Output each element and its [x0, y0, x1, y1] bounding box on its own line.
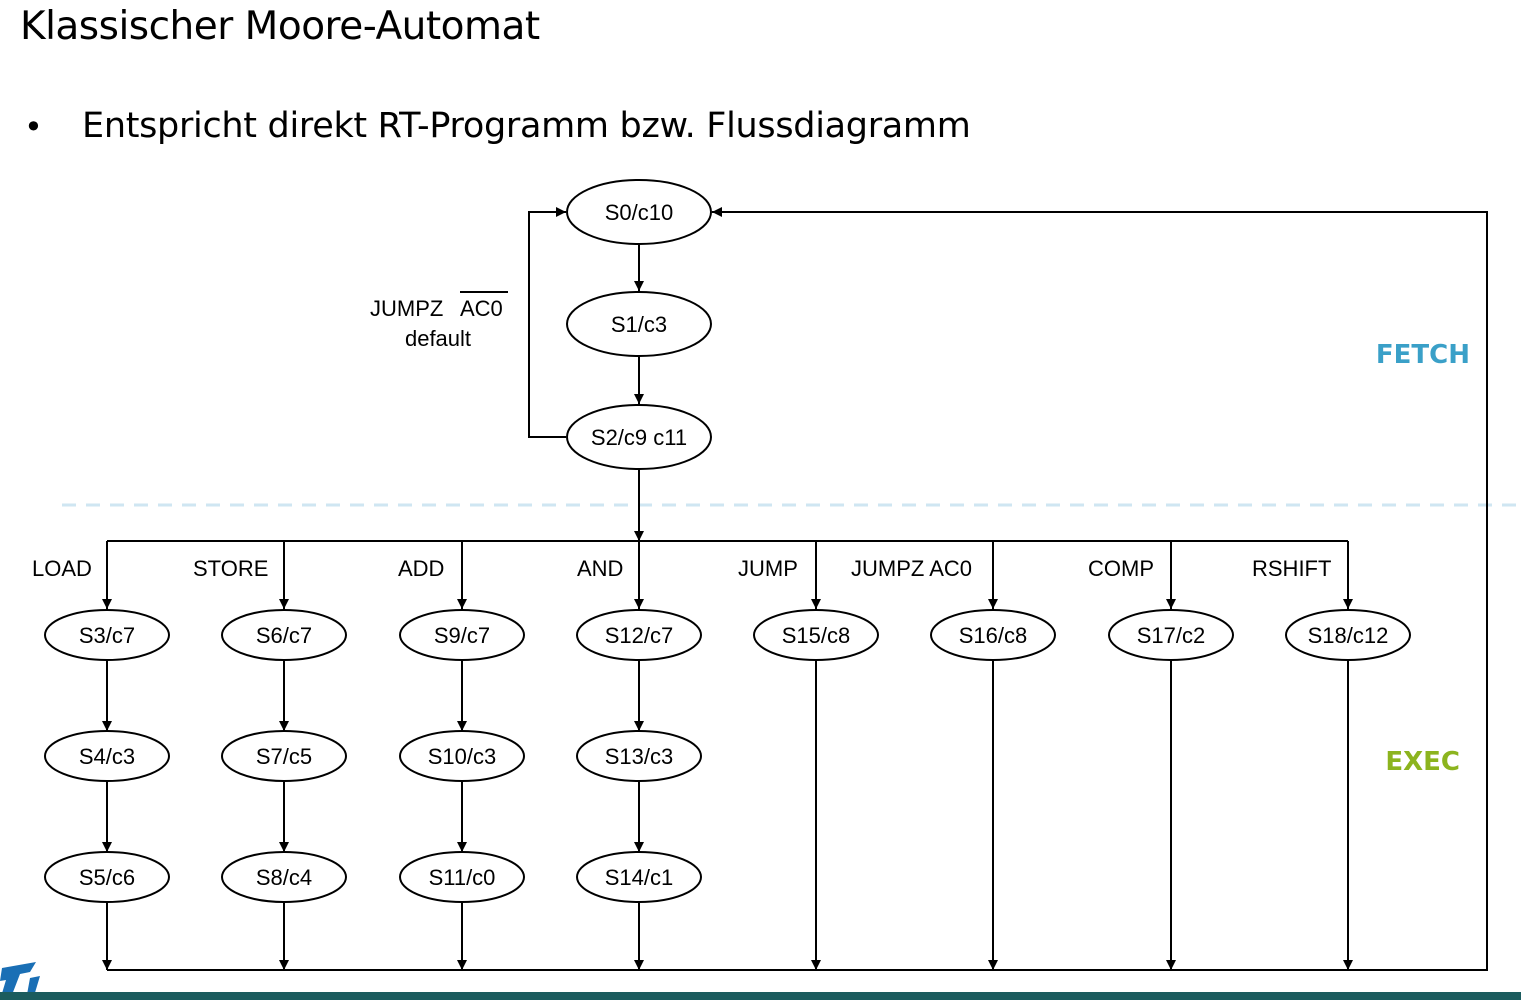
- svg-text:S9/c7: S9/c7: [434, 623, 490, 648]
- state-s2: S2/c9 c11: [566, 404, 712, 470]
- state-s7: S7/c5: [221, 730, 347, 782]
- branch-label-and: AND: [577, 556, 623, 581]
- state-s5: S5/c6: [44, 851, 170, 903]
- svg-text:S18/c12: S18/c12: [1308, 623, 1389, 648]
- svg-text:S1/c3: S1/c3: [611, 312, 667, 337]
- state-s6: S6/c7: [221, 609, 347, 661]
- state-s8: S8/c4: [221, 851, 347, 903]
- state-s17: S17/c2: [1108, 609, 1234, 661]
- svg-text:S16/c8: S16/c8: [959, 623, 1028, 648]
- loop-label-default: default: [405, 326, 471, 351]
- loop-label-jumpz: JUMPZ: [370, 296, 443, 321]
- state-s12: S12/c7: [576, 609, 702, 661]
- state-s16: S16/c8: [930, 609, 1056, 661]
- svg-text:S14/c1: S14/c1: [605, 865, 674, 890]
- svg-text:S6/c7: S6/c7: [256, 623, 312, 648]
- svg-text:S8/c4: S8/c4: [256, 865, 312, 890]
- svg-text:S5/c6: S5/c6: [79, 865, 135, 890]
- section-label-exec: EXEC: [1385, 747, 1460, 777]
- svg-text:S12/c7: S12/c7: [605, 623, 674, 648]
- state-s13: S13/c3: [576, 730, 702, 782]
- state-s18: S18/c12: [1285, 609, 1411, 661]
- svg-text:S10/c3: S10/c3: [428, 744, 497, 769]
- svg-text:S13/c3: S13/c3: [605, 744, 674, 769]
- branch-label-store: STORE: [193, 556, 268, 581]
- state-s9: S9/c7: [399, 609, 525, 661]
- section-label-fetch: FETCH: [1376, 340, 1470, 370]
- svg-text:S2/c9 c11: S2/c9 c11: [591, 425, 687, 450]
- edge-s2-s0-loop: [528, 207, 566, 438]
- svg-text:S11/c0: S11/c0: [429, 865, 496, 890]
- branch-label-jump: JUMP: [738, 556, 798, 581]
- bullet-marker: •: [24, 108, 43, 146]
- branch-label-rshift: RSHIFT: [1252, 556, 1331, 581]
- svg-text:S0/c10: S0/c10: [605, 200, 674, 225]
- svg-text:S15/c8: S15/c8: [782, 623, 851, 648]
- branch-label-jumpz-ac0: JUMPZ AC0: [851, 556, 972, 581]
- branch-label-load: LOAD: [32, 556, 92, 581]
- state-s15: S15/c8: [753, 609, 879, 661]
- state-s11: S11/c0: [399, 851, 525, 903]
- svg-text:S17/c2: S17/c2: [1137, 623, 1206, 648]
- svg-text:S3/c7: S3/c7: [79, 623, 135, 648]
- branch-label-comp: COMP: [1088, 556, 1154, 581]
- state-s4: S4/c3: [44, 730, 170, 782]
- state-s10: S10/c3: [399, 730, 525, 782]
- return-to-s0: [107, 207, 1488, 971]
- bullet-text: Entspricht direkt RT-Programm bzw. Fluss…: [82, 106, 971, 146]
- slide-title: Klassischer Moore-Automat: [20, 4, 540, 49]
- state-s0: S0/c10: [566, 179, 712, 245]
- svg-text:S7/c5: S7/c5: [256, 744, 312, 769]
- loop-label-ac0-negated: AC0: [460, 296, 503, 321]
- state-s14: S14/c1: [576, 851, 702, 903]
- footer-bar: [0, 992, 1521, 1000]
- state-s3: S3/c7: [44, 609, 170, 661]
- svg-text:S4/c3: S4/c3: [79, 744, 135, 769]
- state-s1: S1/c3: [566, 291, 712, 357]
- branch-label-add: ADD: [398, 556, 444, 581]
